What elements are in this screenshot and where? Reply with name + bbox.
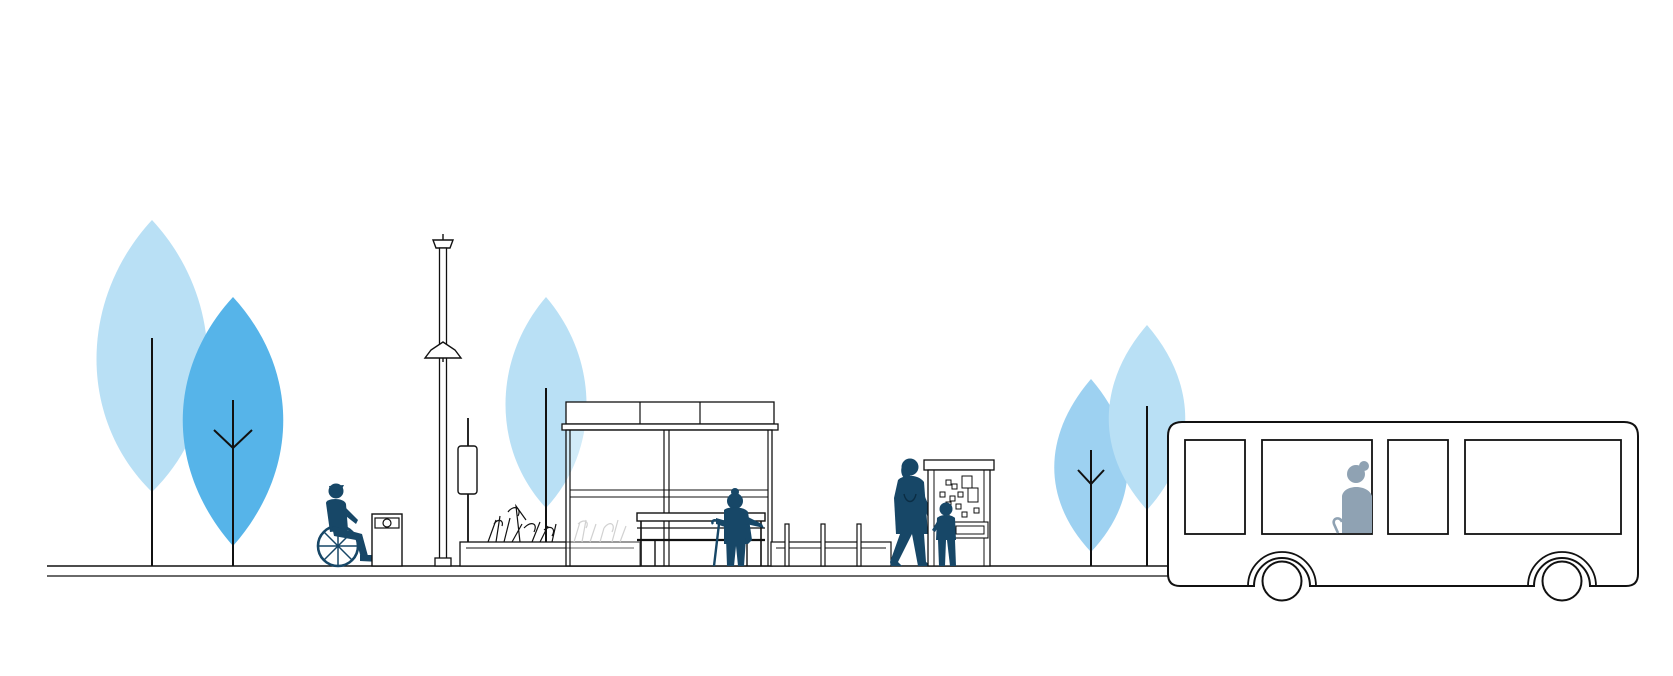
- planter-icon: [459, 503, 641, 567]
- sidewalk-ground: [47, 565, 1175, 577]
- bollard-icon: [770, 523, 892, 567]
- wheelchair-user-icon: [316, 483, 384, 568]
- person-with-cane-icon: [711, 488, 764, 567]
- bench-icon: [636, 512, 766, 566]
- tree-icon: [182, 297, 284, 566]
- waste-bin-icon: [371, 513, 403, 567]
- street-lamp-icon: [423, 234, 463, 567]
- bus-stop-sign-icon: [457, 418, 478, 566]
- bus-passenger-icon: [1332, 461, 1372, 534]
- tree-icon: [96, 220, 208, 566]
- tree-icon: [1108, 325, 1186, 566]
- child-icon: [932, 502, 956, 566]
- bus-icon: [1167, 421, 1639, 602]
- info-board-icon: [923, 459, 995, 567]
